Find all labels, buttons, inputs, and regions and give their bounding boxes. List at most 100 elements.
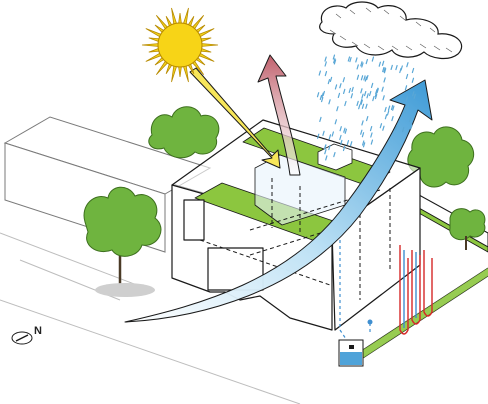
tree-icon bbox=[83, 186, 162, 297]
raindrop bbox=[333, 58, 336, 64]
raindrop bbox=[325, 155, 328, 161]
raindrop bbox=[334, 119, 337, 125]
raindrop bbox=[387, 105, 391, 111]
sunlight-arrow bbox=[189, 67, 281, 169]
raindrop bbox=[382, 125, 385, 131]
raindrop bbox=[360, 88, 363, 94]
raindrop bbox=[363, 75, 366, 81]
tree-icon bbox=[449, 208, 486, 250]
sun-ray bbox=[171, 7, 178, 26]
raindrop bbox=[371, 56, 375, 62]
raindrop bbox=[402, 126, 405, 133]
raindrop bbox=[370, 82, 374, 89]
raindrop bbox=[347, 56, 351, 62]
raindrop bbox=[343, 127, 346, 133]
raindrop bbox=[370, 132, 373, 138]
rain-icon bbox=[316, 54, 416, 161]
raindrop bbox=[383, 67, 386, 73]
raindrop bbox=[399, 67, 402, 74]
raindrop bbox=[350, 141, 353, 147]
raindrop bbox=[369, 125, 373, 132]
raindrop bbox=[360, 99, 363, 105]
raindrop bbox=[383, 68, 387, 74]
raindrop bbox=[340, 139, 343, 145]
raindrop bbox=[319, 94, 323, 101]
raindrop bbox=[350, 93, 353, 99]
raindrop bbox=[328, 134, 332, 140]
cloud-icon bbox=[319, 1, 463, 60]
compass-icon: N bbox=[11, 325, 42, 345]
raindrop bbox=[405, 73, 409, 80]
raindrop bbox=[411, 67, 415, 74]
tree-icon bbox=[148, 106, 220, 159]
raindrop bbox=[339, 126, 342, 132]
sun-ray bbox=[182, 64, 189, 83]
raindrop bbox=[318, 70, 321, 76]
raindrop bbox=[372, 95, 375, 102]
raindrop bbox=[316, 92, 320, 98]
raindrop bbox=[324, 56, 327, 62]
raindrop bbox=[331, 131, 334, 137]
rainwater-tank-icon bbox=[338, 339, 364, 367]
compass-north-label: N bbox=[34, 325, 42, 337]
raindrop bbox=[395, 64, 398, 71]
raindrop bbox=[324, 61, 327, 67]
raindrop bbox=[333, 152, 336, 158]
raindrop bbox=[383, 77, 386, 83]
raindrop bbox=[361, 93, 364, 99]
raindrop bbox=[348, 87, 351, 94]
raindrop bbox=[322, 90, 325, 97]
geothermal-pipes-icon bbox=[399, 245, 433, 335]
raindrop bbox=[386, 110, 390, 116]
raindrop bbox=[321, 96, 324, 103]
raindrop bbox=[358, 104, 361, 110]
raindrop bbox=[410, 124, 413, 130]
raindrop bbox=[366, 115, 369, 122]
raindrop bbox=[360, 129, 363, 135]
raindrop bbox=[382, 66, 385, 73]
raindrop bbox=[343, 88, 346, 95]
raindrop bbox=[381, 86, 384, 92]
raindrop bbox=[406, 104, 410, 110]
raindrop bbox=[369, 90, 372, 97]
raindrop bbox=[379, 123, 383, 129]
raindrop bbox=[366, 93, 369, 99]
sun-ray bbox=[200, 43, 219, 47]
sun-ray bbox=[141, 43, 160, 47]
raindrop bbox=[328, 145, 331, 151]
raindrop bbox=[370, 139, 374, 145]
raindrop bbox=[384, 114, 388, 120]
raindrop bbox=[365, 58, 368, 65]
raindrop bbox=[344, 128, 347, 134]
raindrop bbox=[336, 106, 339, 112]
drain-node bbox=[367, 319, 373, 325]
raindrop bbox=[390, 104, 394, 111]
raindrop bbox=[344, 100, 347, 107]
raindrop bbox=[364, 90, 367, 97]
cool-air-arrow-icon bbox=[124, 79, 433, 323]
raindrop bbox=[390, 64, 393, 71]
raindrop bbox=[328, 99, 331, 105]
raindrop bbox=[360, 75, 364, 81]
raindrop bbox=[406, 62, 409, 68]
raindrop bbox=[324, 70, 328, 77]
raindrop bbox=[342, 145, 346, 152]
raindrop bbox=[391, 115, 394, 122]
warm-air-arrow-icon bbox=[257, 54, 301, 176]
raindrop bbox=[378, 61, 381, 67]
raindrop bbox=[404, 85, 408, 91]
window bbox=[183, 199, 205, 241]
raindrop bbox=[327, 78, 331, 85]
raindrop bbox=[351, 86, 354, 93]
raindrop bbox=[361, 120, 364, 126]
raindrop bbox=[339, 83, 342, 89]
sun-ray bbox=[178, 65, 182, 78]
raindrop bbox=[342, 77, 345, 83]
raindrop bbox=[360, 98, 363, 105]
raindrop bbox=[356, 100, 359, 107]
raindrop bbox=[366, 74, 369, 81]
raindrop bbox=[332, 54, 336, 60]
sun-ray bbox=[182, 7, 189, 26]
raindrop bbox=[374, 93, 378, 100]
